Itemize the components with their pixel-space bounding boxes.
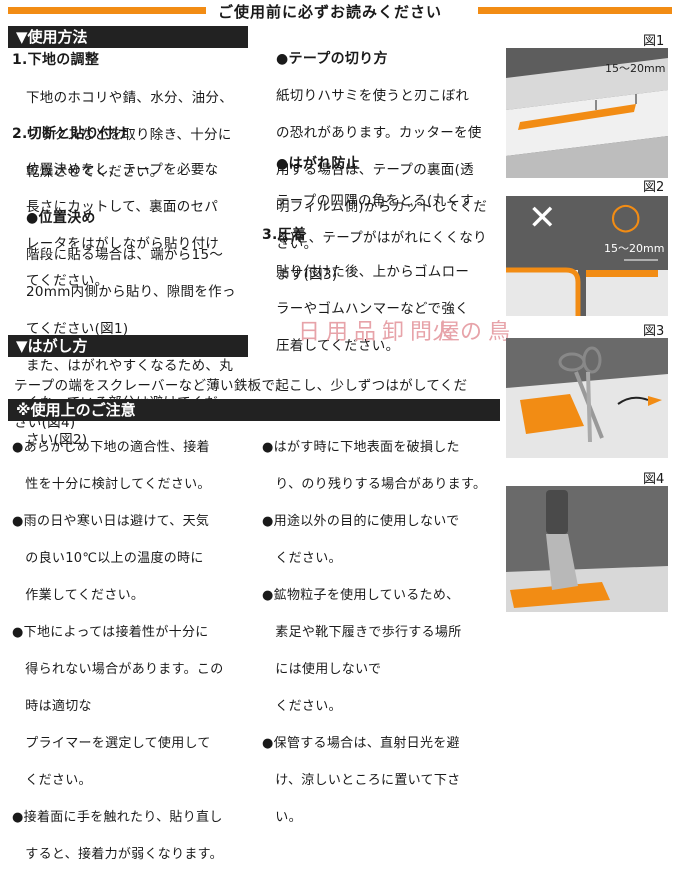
header-rule-right — [478, 7, 672, 14]
s2-line: レータをはがしながら貼り付け — [26, 235, 220, 252]
fig2-ok-mark: ○ — [610, 196, 642, 237]
caution-line: ●鉱物粒子を使用しているため、 — [262, 587, 460, 603]
usage-section-bar: ▼使用方法 — [8, 26, 248, 48]
caution-line: すると、接着力が弱くなります。 — [12, 846, 223, 862]
cautions-section-bar: ※使用上のご注意 — [8, 399, 500, 421]
watermark-left: 日用品卸問屋 — [298, 320, 467, 345]
s2-heading: 2.切断と貼り付け — [12, 126, 128, 142]
caution-line: け、涼しいところに置いて下さ — [262, 772, 461, 788]
prevent-body: テープの四隅の角をとる(丸くす る)と、テープがはがれにくくなり ます(図3) — [276, 173, 487, 303]
s3-line: 圧着してください。 — [276, 337, 400, 354]
s3-line: 貼り付けた後、上からゴムロー — [276, 263, 470, 280]
fig2-edge-illustration — [506, 196, 668, 316]
s3-body: 貼り付けた後、上からゴムロー ラーやゴムハンマーなどで強く 圧着してください。 — [276, 244, 469, 374]
caution-line: ●保管する場合は、直射日光を避 — [262, 735, 460, 751]
cautions-title: ※使用上のご注意 — [16, 401, 136, 419]
caution-line: 素足や靴下履きで歩行する場所 — [262, 624, 462, 640]
s2-line: 位置決めをし、テープを必要な — [26, 161, 219, 178]
s1-heading: 1.下地の調整 — [12, 52, 100, 68]
s2-line: てください。 — [26, 272, 109, 289]
remove-line: テープの端をスクレーバーなど薄い鉄板で起こし、少しずつはがしてくだ — [14, 377, 468, 394]
cut-line: 用する場合は、テープの裏面(透 — [276, 161, 474, 178]
cut-line: 明フィルム側)からカットしてくだ — [276, 198, 488, 215]
usage-title: ▼使用方法 — [16, 28, 88, 46]
caution-line: プライマーを選定して使用して — [12, 735, 211, 751]
caution-line: には使用しないで — [262, 661, 382, 677]
figure-3 — [506, 338, 668, 458]
fig3-label: 図3 — [643, 324, 665, 339]
prevent-line: テープの四隅の角をとる(丸くす — [276, 192, 474, 209]
fig1-stair-illustration — [506, 48, 668, 178]
cut-line: 紙切りハサミを使うと刃こぼれ — [276, 87, 470, 104]
remove-section-bar: ▼はがし方 — [8, 335, 248, 357]
caution-line: ●下地によっては接着性が十分に — [12, 624, 209, 640]
s3-line: ラーやゴムハンマーなどで強く — [276, 300, 469, 317]
caution-line: ●接着面に手を触れたり、貼り直し — [12, 809, 223, 825]
prevent-heading: ●はがれ防止 — [276, 156, 361, 172]
cut-body: 紙切りハサミを使うと刃こぼれ の恐れがあります。カッターを使 用する場合は、テー… — [276, 68, 487, 272]
caution-line: ●用途以外の目的に使用しないで — [262, 513, 460, 529]
caution-line: ●はがす時に下地表面を破損した — [262, 439, 460, 455]
s2-line: 長さにカットして、裏面のセパ — [26, 198, 219, 215]
cautions-right: ●はがす時に下地表面を破損した り、のり残りする場合があります。 ●用途以外の目… — [262, 420, 486, 846]
position-heading: ●位置決め — [26, 210, 96, 226]
caution-line: 作業してください。 — [12, 587, 145, 603]
fig2-ng-mark: ✕ — [528, 198, 557, 238]
caution-line: ●あらかじめ下地の適合性、接着 — [12, 439, 210, 455]
position-body: 階段に貼る場合は、端から15〜 20mm内側から貼り、隙間を作っ てください(図… — [26, 227, 236, 468]
prevent-line: ます(図3) — [276, 266, 338, 283]
s2-body: 位置決めをし、テープを必要な 長さにカットして、裏面のセパ レータをはがしながら… — [26, 142, 219, 309]
header-rule-left — [8, 7, 206, 14]
fig4-scraper-illustration — [506, 486, 668, 612]
caution-line: の良い10℃以上の温度の時に — [12, 550, 204, 566]
prevent-line: る)と、テープがはがれにくくなり — [276, 229, 487, 246]
position-line: てください(図1) — [26, 320, 129, 337]
caution-line: ください。 — [262, 550, 342, 566]
position-line: 20mm内側から貼り、隙間を作っ — [26, 283, 236, 300]
cautions-left: ●あらかじめ下地の適合性、接着 性を十分に検討してください。 ●雨の日や寒い日は… — [12, 420, 224, 883]
s1-body: 下地のホコリや錆、水分、油分、 ワックスなどを取り除き、十分に 乾燥させてくださ… — [26, 70, 233, 200]
remove-title: ▼はがし方 — [16, 337, 88, 355]
fig1-label: 図1 — [643, 34, 665, 49]
caution-line: ●雨の日や寒い日は避けて、天気 — [12, 513, 210, 529]
caution-line: 時は適切な — [12, 698, 92, 714]
position-line: さい(図2) — [26, 431, 88, 448]
fig3-scissors-illustration — [506, 338, 668, 458]
fig2-label: 図2 — [643, 180, 665, 195]
caution-line: ください。 — [262, 698, 342, 714]
watermark-right: 火の鳥 — [432, 320, 517, 345]
s1-line: 下地のホコリや錆、水分、油分、 — [26, 89, 233, 106]
s3-heading: 3.圧着 — [262, 227, 307, 243]
position-line: また、はがれやすくなるため、丸 — [26, 357, 233, 374]
cut-line: さい。 — [276, 235, 318, 252]
figure-4 — [506, 486, 668, 612]
caution-line: い。 — [262, 809, 302, 825]
cut-line: の恐れがあります。カッターを使 — [276, 124, 482, 141]
figure-1: 15〜20mm — [506, 48, 668, 178]
caution-line: り、のり残りする場合があります。 — [262, 476, 487, 492]
figure-2: ✕ ○ 15〜20mm — [506, 196, 668, 316]
caution-line: 性を十分に検討してください。 — [12, 476, 211, 492]
position-line: 階段に貼る場合は、端から15〜 — [26, 246, 224, 263]
s1-line: ワックスなどを取り除き、十分に — [26, 126, 232, 143]
fig2-dimension: 15〜20mm — [604, 242, 665, 255]
s1-line: 乾燥させてください。 — [26, 163, 164, 180]
cut-heading: ●テープの切り方 — [276, 51, 388, 67]
caution-line: 得られない場合があります。この — [12, 661, 224, 677]
fig4-label: 図4 — [643, 472, 665, 487]
caution-line: ください。 — [12, 772, 92, 788]
page-title: ご使用前に必ずお読みください — [218, 3, 443, 21]
fig1-dimension: 15〜20mm — [605, 62, 666, 75]
